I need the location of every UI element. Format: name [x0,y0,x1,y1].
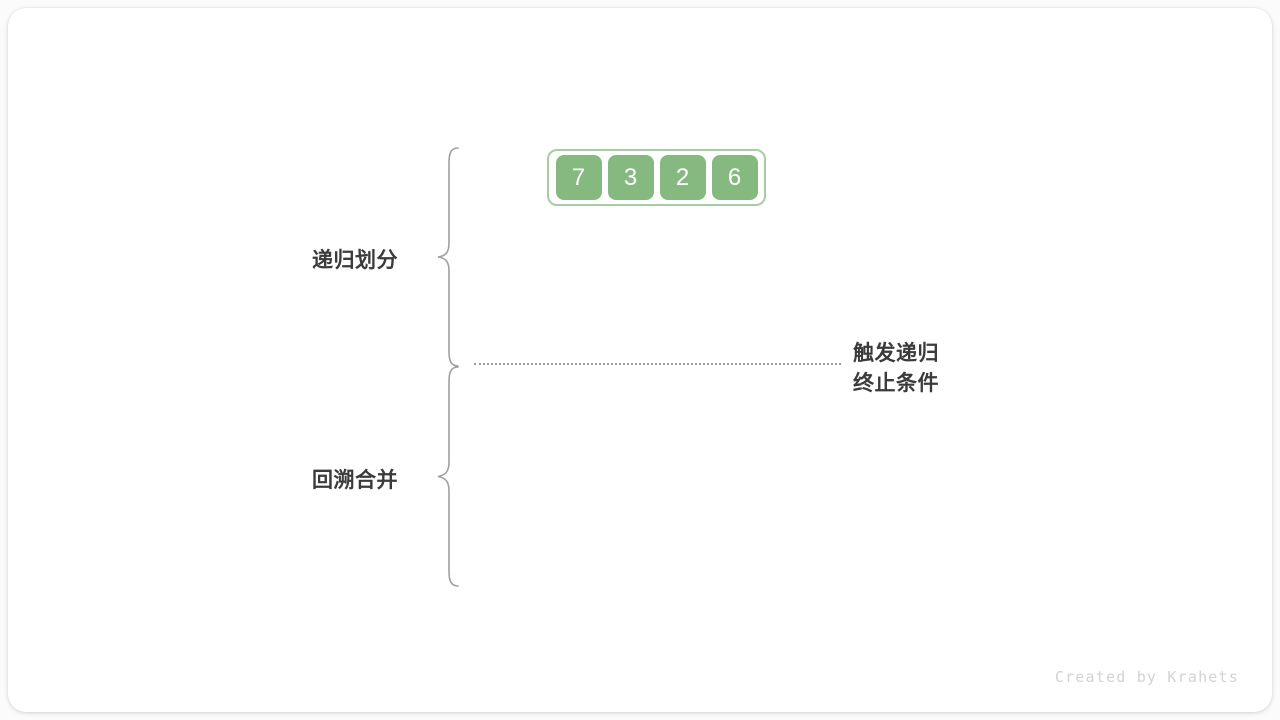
brace-divide [436,147,462,367]
brace-merge [436,366,462,587]
recursion-base-case-divider [474,363,841,365]
credit-text: Created by Krahets [1054,668,1239,686]
array-cell[interactable]: 6 [711,155,758,200]
array-cell[interactable]: 3 [607,155,654,200]
array-container: 7 3 2 6 [547,149,766,206]
section-label-divide: 递归划分 [312,248,398,272]
section-label-merge: 回溯合并 [312,468,398,492]
array-cell[interactable]: 2 [659,155,706,200]
annotation-line-2: 终止条件 [853,371,939,395]
array-cell[interactable]: 7 [555,155,602,200]
array-cells: 7 3 2 6 [549,151,764,204]
base-case-annotation: 触发递归 终止条件 [853,338,939,398]
annotation-line-1: 触发递归 [853,341,939,365]
diagram-card: 递归划分 回溯合并 7 3 2 6 触发递归 终止条件 Created by K… [8,8,1272,712]
